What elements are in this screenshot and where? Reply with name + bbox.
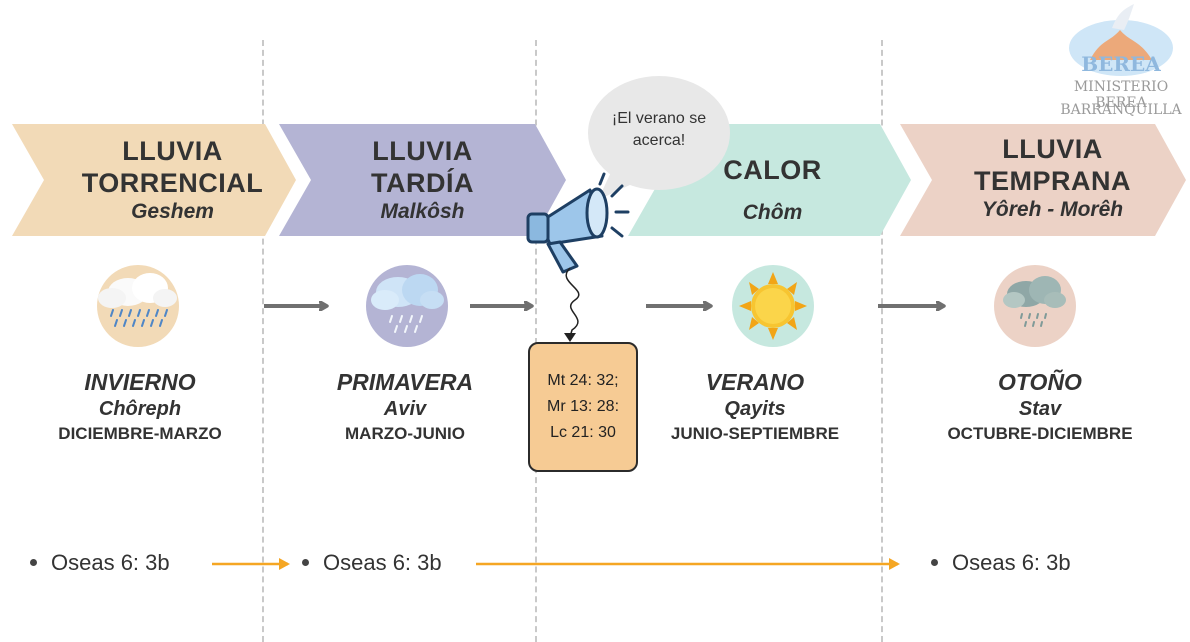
chevron-title: TARDÍA: [371, 168, 474, 198]
connector-arrowhead: [564, 333, 576, 342]
bullet-dot: [30, 558, 37, 566]
chevron-lluvia-temprana: [900, 124, 1186, 236]
chevron-title: TORRENCIAL: [81, 168, 264, 198]
logo-emblem: [1069, 4, 1173, 76]
bullet-dot: [931, 558, 938, 566]
bullet-text: Oseas 6: 3b: [323, 550, 442, 575]
season-hebrew: Qayits: [724, 398, 786, 420]
chevron-title: LLUVIA: [1002, 134, 1103, 164]
rain-cloud-icon: [366, 265, 448, 347]
chevron-title: TEMPRANA: [974, 166, 1131, 196]
column-divider: [262, 40, 264, 642]
season-months: MARZO-JUNIO: [345, 424, 465, 443]
season-name: INVIERNO: [84, 369, 196, 395]
season-name: OTOÑO: [998, 369, 1082, 395]
bullet-item: Oseas 6: 3b: [302, 550, 442, 576]
season-primavera: PRIMAVERA Aviv MARZO-JUNIO: [285, 368, 525, 446]
bubble-text: ¡El verano se acerca!: [611, 110, 707, 149]
chevron-title: LLUVIA: [122, 136, 223, 166]
season-hebrew: Aviv: [383, 398, 427, 420]
season-otono: OTOÑO Stav OCTUBRE-DICIEMBRE: [920, 368, 1160, 446]
speech-bubble: [588, 76, 730, 200]
season-months: JUNIO-SEPTIEMBRE: [670, 424, 840, 443]
season-months: DICIEMBRE-MARZO: [58, 424, 222, 443]
chevron-hebrew: Chôm: [742, 201, 803, 224]
chevron-lluvia-tardia: [279, 124, 566, 236]
drizzle-cloud-icon: [994, 265, 1076, 347]
megaphone-icon: [526, 172, 630, 274]
bullet-text: Oseas 6: 3b: [51, 550, 170, 575]
chevron-hebrew: Malkôsh: [380, 200, 465, 223]
heavy-rain-cloud-icon: [97, 265, 179, 347]
scripture-reference-box: Mt 24: 32; Mr 13: 28: Lc 21: 30: [528, 342, 638, 472]
logo-brand: BEREA: [1081, 52, 1161, 76]
column-divider: [881, 40, 883, 642]
season-hebrew: Chôreph: [98, 398, 182, 420]
logo-line2: BARRANQUILLA: [1060, 102, 1182, 118]
chevron-text-3: CALOR Chôm: [660, 154, 885, 226]
sun-icon: [732, 265, 814, 347]
season-hebrew: Stav: [1018, 398, 1062, 420]
chevron-text-1: LLUVIA TORRENCIAL Geshem: [60, 135, 285, 225]
chevron-lluvia-torrencial: [12, 124, 296, 236]
bullet-dot: [302, 558, 309, 566]
chevron-title: CALOR: [723, 155, 822, 185]
chevron-hebrew: Yôreh - Morêh: [981, 198, 1124, 221]
chevron-title: LLUVIA: [372, 136, 473, 166]
chevron-text-2: LLUVIA TARDÍA Malkôsh: [310, 135, 535, 225]
column-divider: [535, 40, 537, 642]
bullet-text: Oseas 6: 3b: [952, 550, 1071, 575]
season-name: PRIMAVERA: [336, 369, 474, 395]
reference-line: Mr 13: 28:: [546, 398, 620, 415]
season-name: VERANO: [705, 369, 805, 395]
logo-line1: MINISTERIO BEREA: [1073, 79, 1169, 111]
chevron-hebrew: Geshem: [131, 200, 214, 223]
bullet-item: Oseas 6: 3b: [30, 550, 170, 576]
bullet-item: Oseas 6: 3b: [931, 550, 1071, 576]
season-months: OCTUBRE-DICIEMBRE: [947, 424, 1133, 443]
season-invierno: INVIERNO Chôreph DICIEMBRE-MARZO: [20, 368, 260, 446]
connector-squiggle: [565, 267, 580, 338]
season-verano: VERANO Qayits JUNIO-SEPTIEMBRE: [635, 368, 875, 446]
reference-line: Mt 24: 32;: [547, 372, 619, 389]
reference-line: Lc 21: 30: [550, 424, 616, 441]
chevron-text-4: LLUVIA TEMPRANA Yôreh - Morêh: [940, 133, 1165, 223]
